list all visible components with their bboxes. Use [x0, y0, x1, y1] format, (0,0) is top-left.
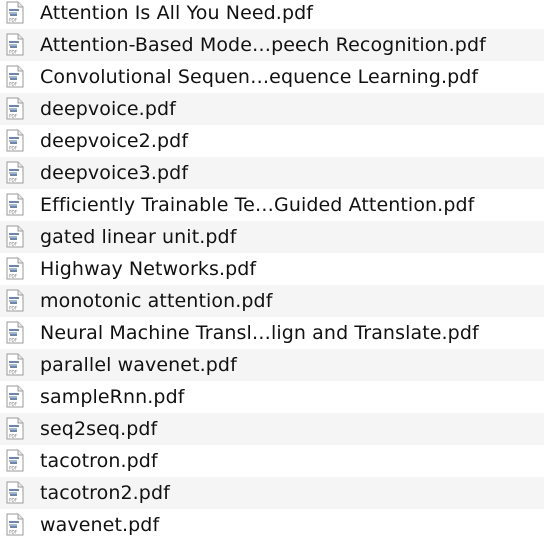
file-name: sampleRnn.pdf — [40, 386, 185, 408]
pdf-document-icon: PDF — [6, 193, 24, 216]
pdf-document-icon: PDF — [6, 417, 24, 440]
pdf-document-icon: PDF — [6, 257, 24, 280]
file-name: Efficiently Trainable Te…Guided Attentio… — [40, 194, 475, 216]
svg-text:PDF: PDF — [9, 178, 18, 183]
pdf-document-icon: PDF — [6, 513, 24, 536]
file-name: Neural Machine Transl…lign and Translate… — [40, 322, 479, 344]
file-name: gated linear unit.pdf — [40, 226, 237, 248]
svg-text:PDF: PDF — [9, 242, 18, 247]
svg-text:PDF: PDF — [9, 338, 18, 343]
svg-text:PDF: PDF — [9, 210, 18, 215]
file-name: monotonic attention.pdf — [40, 290, 273, 312]
pdf-document-icon: PDF — [6, 481, 24, 504]
file-row[interactable]: PDF Attention-Based Mode…peech Recognitio… — [0, 29, 544, 61]
pdf-document-icon: PDF — [6, 1, 24, 24]
svg-text:PDF: PDF — [9, 370, 18, 375]
file-row[interactable]: PDF Highway Networks.pdf — [0, 253, 544, 285]
svg-text:PDF: PDF — [9, 146, 18, 151]
pdf-document-icon: PDF — [6, 321, 24, 344]
file-name: parallel wavenet.pdf — [40, 354, 237, 376]
file-row[interactable]: PDF Attention Is All You Need.pdf — [0, 0, 544, 29]
file-name: Attention Is All You Need.pdf — [40, 2, 314, 24]
file-row[interactable]: PDF deepvoice3.pdf — [0, 157, 544, 189]
file-name: Attention-Based Mode…peech Recognition.p… — [40, 34, 486, 56]
file-row[interactable]: PDF gated linear unit.pdf — [0, 221, 544, 253]
pdf-document-icon: PDF — [6, 33, 24, 56]
file-row[interactable]: PDF sampleRnn.pdf — [0, 381, 544, 413]
file-row[interactable]: PDF tacotron2.pdf — [0, 477, 544, 509]
svg-text:PDF: PDF — [9, 466, 18, 471]
file-name: tacotron.pdf — [40, 450, 158, 472]
file-row[interactable]: PDF Neural Machine Transl…lign and Transl… — [0, 317, 544, 349]
file-name: tacotron2.pdf — [40, 482, 170, 504]
svg-text:PDF: PDF — [9, 50, 18, 55]
file-row[interactable]: PDF monotonic attention.pdf — [0, 285, 544, 317]
pdf-document-icon: PDF — [6, 129, 24, 152]
file-name: Highway Networks.pdf — [40, 258, 257, 280]
pdf-document-icon: PDF — [6, 161, 24, 184]
svg-text:PDF: PDF — [9, 274, 18, 279]
svg-text:PDF: PDF — [9, 306, 18, 311]
file-row[interactable]: PDF parallel wavenet.pdf — [0, 349, 544, 381]
svg-text:PDF: PDF — [9, 402, 18, 407]
pdf-document-icon: PDF — [6, 97, 24, 120]
pdf-document-icon: PDF — [6, 65, 24, 88]
svg-text:PDF: PDF — [9, 498, 18, 503]
file-row[interactable]: PDF Convolutional Sequen…equence Learning… — [0, 61, 544, 93]
file-row[interactable]: PDF deepvoice2.pdf — [0, 125, 544, 157]
pdf-document-icon: PDF — [6, 289, 24, 312]
svg-text:PDF: PDF — [9, 18, 18, 23]
pdf-document-icon: PDF — [6, 385, 24, 408]
pdf-document-icon: PDF — [6, 225, 24, 248]
file-name: deepvoice.pdf — [40, 98, 176, 120]
file-row[interactable]: PDF wavenet.pdf — [0, 509, 544, 541]
svg-text:PDF: PDF — [9, 82, 18, 87]
svg-text:PDF: PDF — [9, 114, 18, 119]
file-name: deepvoice2.pdf — [40, 130, 189, 152]
file-name: Convolutional Sequen…equence Learning.pd… — [40, 66, 479, 88]
pdf-document-icon: PDF — [6, 353, 24, 376]
file-row[interactable]: PDF deepvoice.pdf — [0, 93, 544, 125]
file-name: seq2seq.pdf — [40, 418, 158, 440]
svg-text:PDF: PDF — [9, 434, 18, 439]
svg-text:PDF: PDF — [9, 530, 18, 535]
file-row[interactable]: PDF Efficiently Trainable Te…Guided Atten… — [0, 189, 544, 221]
file-name: wavenet.pdf — [40, 514, 160, 536]
file-row[interactable]: PDF seq2seq.pdf — [0, 413, 544, 445]
file-name: deepvoice3.pdf — [40, 162, 189, 184]
pdf-document-icon: PDF — [6, 449, 24, 472]
file-row[interactable]: PDF tacotron.pdf — [0, 445, 544, 477]
